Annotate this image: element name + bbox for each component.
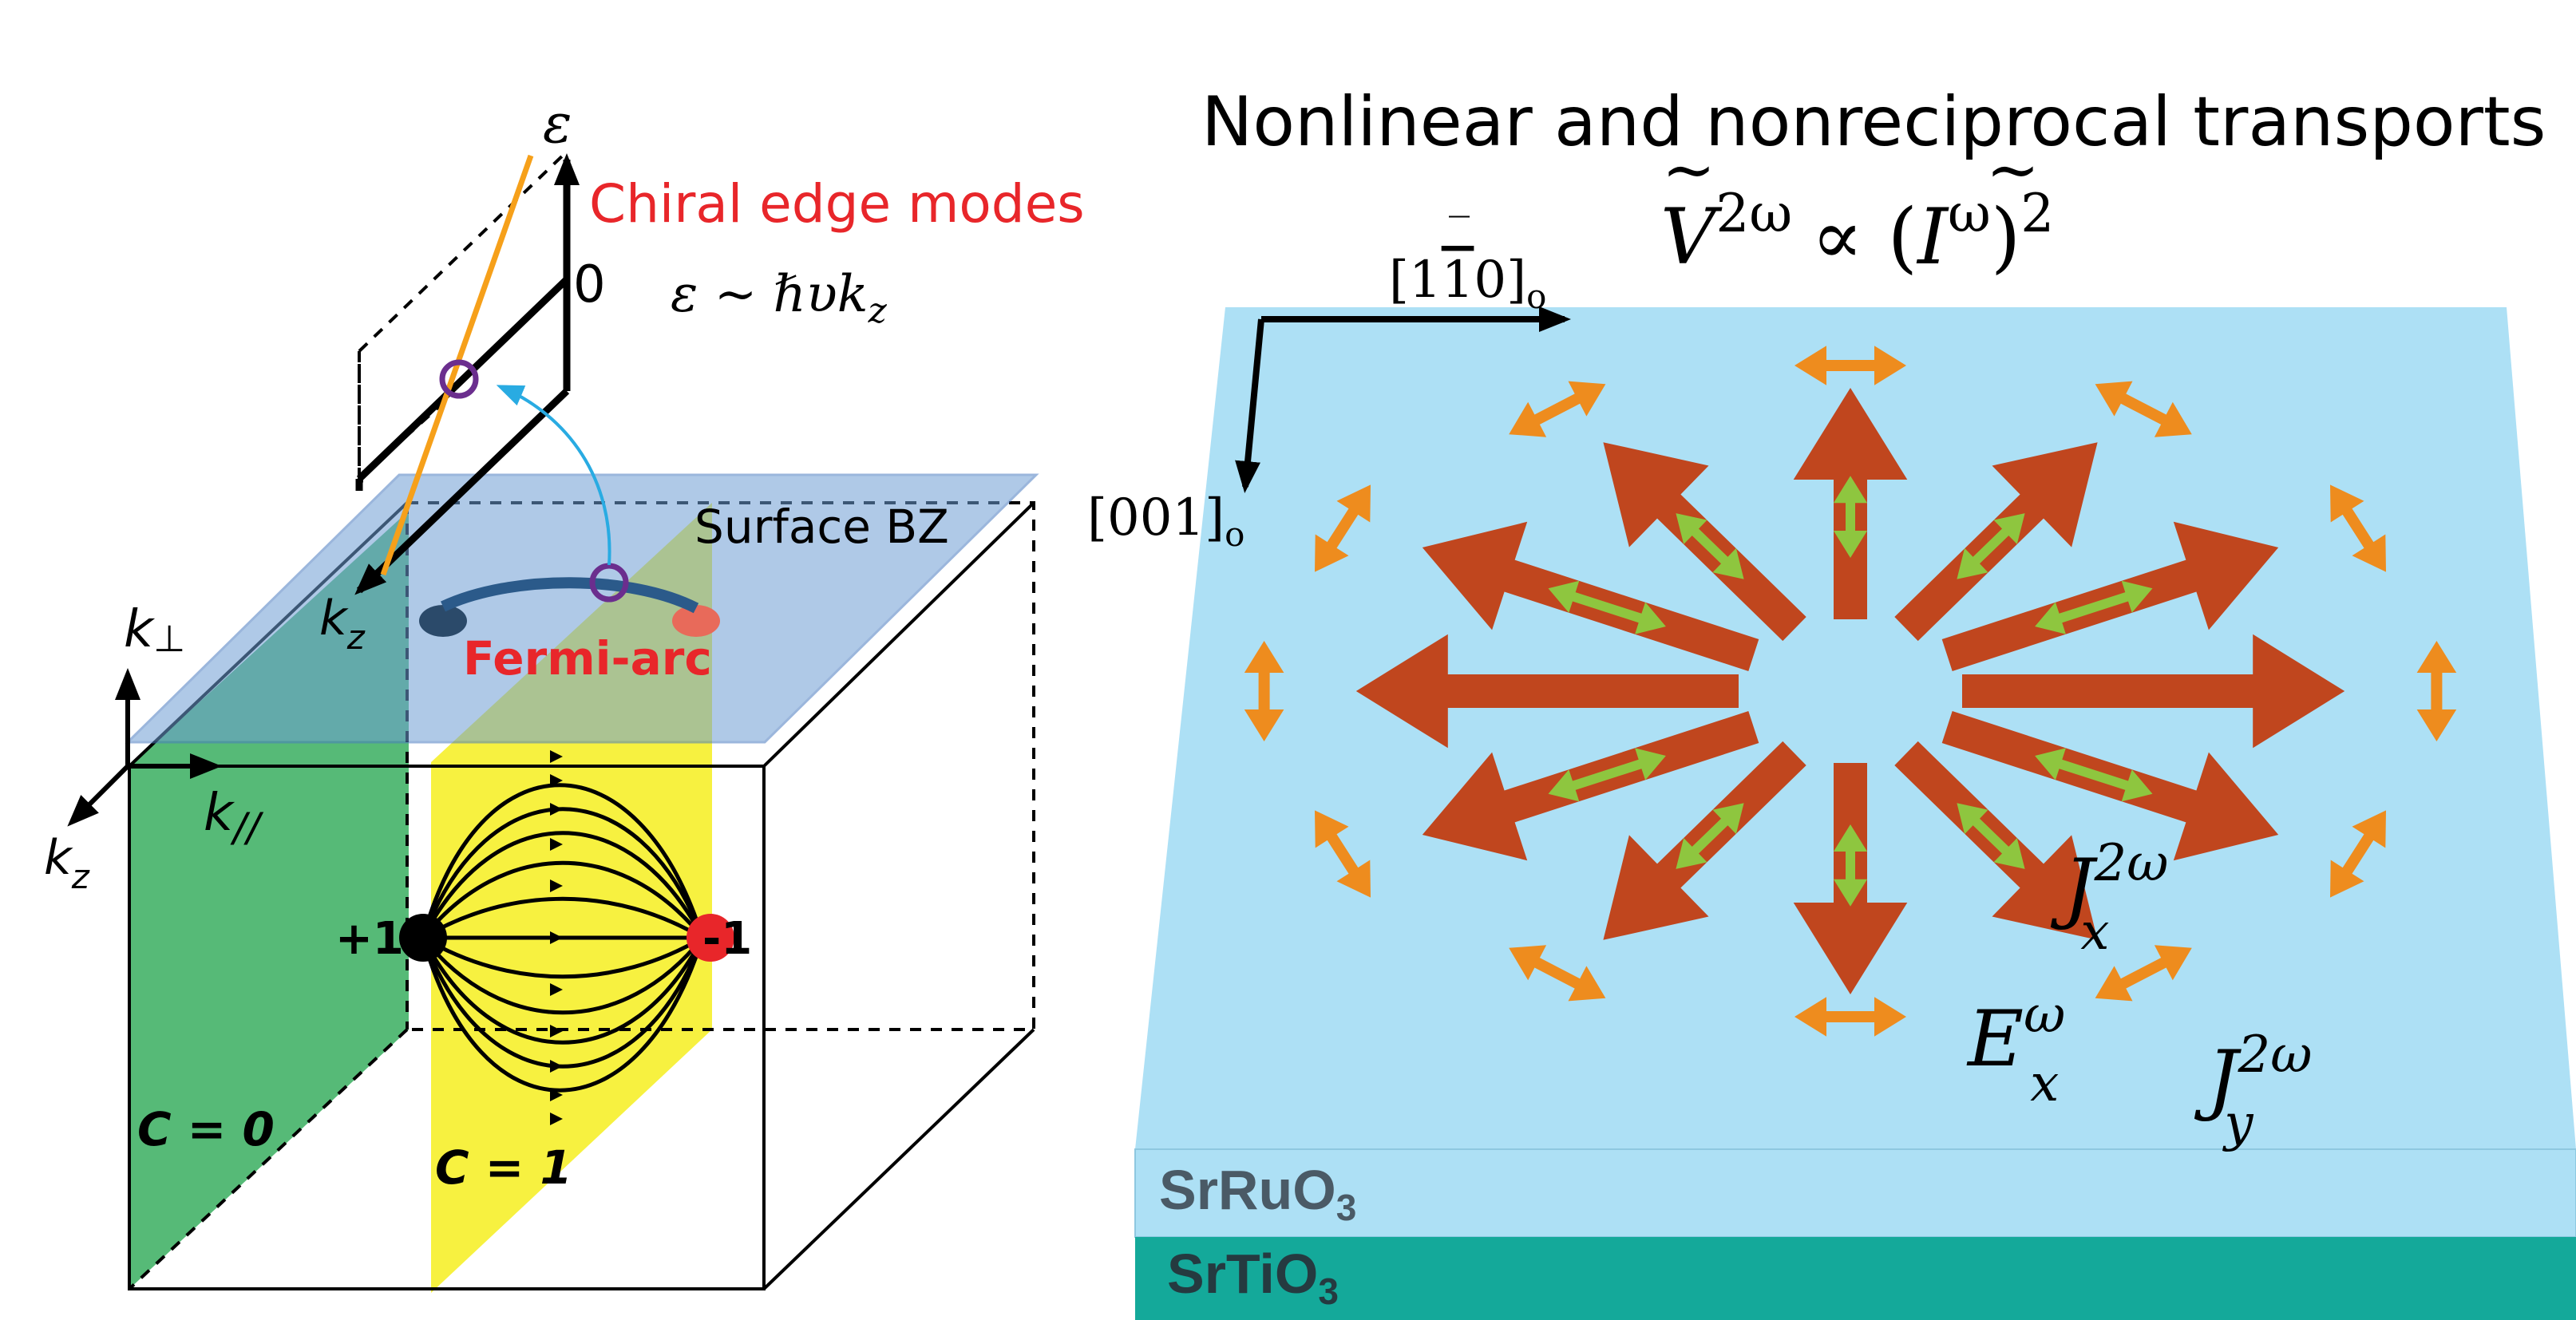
chiral-crossing-marker: [439, 359, 479, 399]
current-arrow-radial: [1941, 711, 2279, 861]
k-perp-label: k⊥: [124, 600, 185, 660]
energy-axis-label: ε: [543, 93, 572, 156]
fermi-arc-curve: [441, 577, 699, 614]
field-arrow-inner: [1548, 748, 1666, 802]
chern-one-label: C = 1: [435, 1140, 572, 1195]
correspondence-arrow: [496, 385, 611, 566]
field-arrow-inner: [1957, 803, 2025, 869]
axis-110-bar: ‾: [1449, 210, 1470, 258]
panel-title: Nonlinear and nonreciprocal transports: [1201, 82, 2546, 162]
chern-zero-label: C = 0: [137, 1102, 275, 1156]
tangential-current-arrow: [1794, 346, 1906, 385]
current-arrow-radial: [1422, 711, 1759, 861]
tangential-current-arrow: [2330, 810, 2386, 898]
field-arrow-inner: [1957, 513, 2025, 579]
i-tilde: ~: [1986, 132, 2040, 207]
kz-axis-label: kz: [44, 830, 90, 896]
coordinate-triad: [67, 668, 222, 827]
tangential-current-arrow: [1509, 945, 1606, 1002]
tangential-current-arrow: [1315, 810, 1371, 898]
v-tilde: ~: [1662, 132, 1715, 207]
field-arrow-inner: [1833, 476, 1868, 558]
nonreciprocal-formula: V2ω∝ (Iω)2: [1660, 183, 2054, 282]
fermi-arc-marker: [589, 563, 629, 603]
srtio3-layer: [1135, 1237, 2576, 1320]
field-arrow-inner: [2035, 748, 2153, 802]
dispersion-panel: [354, 150, 611, 595]
dispersion-relation: ε ~ ℏυkz: [671, 265, 888, 331]
srtio3-label: SrTiO3: [1167, 1243, 1339, 1312]
weyl-projection-right: [672, 605, 720, 637]
negative-weyl-node: [687, 914, 734, 962]
tangential-current-arrow: [2330, 484, 2386, 572]
radial-current-arrows: [1244, 346, 2457, 1037]
k-parallel-label: k//: [204, 784, 264, 851]
current-arrow-radial: [1422, 521, 1759, 671]
zero-label: 0: [573, 255, 606, 314]
tangential-current-arrow: [2095, 381, 2192, 437]
field-arrow-inner: [2035, 580, 2153, 634]
chiral-title: Chiral edge modes: [589, 173, 1085, 235]
current-arrow-radial: [1941, 521, 2279, 671]
srruo3-label: SrRuO3: [1159, 1159, 1356, 1228]
surface-bz-plane: [125, 473, 1039, 744]
field-arrow-inner: [1676, 513, 1744, 579]
tangential-current-arrow: [2095, 945, 2192, 1002]
srruo3-layer: [1134, 1148, 2576, 1238]
positive-weyl-node: [399, 914, 447, 962]
tangential-current-arrow: [1315, 484, 1371, 572]
field-line-arrowheads: [550, 750, 563, 1125]
srruo3-top-surface: [1135, 307, 2576, 1149]
tangential-current-arrow: [1244, 641, 1284, 741]
crystal-axes: [1235, 306, 1571, 493]
field-arrow-inner: [1548, 580, 1666, 634]
tangential-current-arrow: [2416, 641, 2457, 741]
left-panel: ε 0 Chiral edge modes ε ~ ℏυkz Surface B…: [44, 93, 1085, 1293]
minus-one-label: -1: [702, 913, 752, 965]
tangential-current-arrow: [1509, 381, 1606, 437]
axis-001-label: [001]o: [1087, 488, 1244, 554]
field-arrow-inner: [1676, 803, 1744, 869]
axis-110-label: [110]o: [1389, 251, 1546, 316]
current-arrow-radial: [1355, 634, 1739, 749]
current-arrow-radial: [1962, 634, 2345, 749]
berry-field-lines: [421, 783, 705, 1093]
fermi-arc-label: Fermi-arc: [463, 631, 712, 686]
field-arrow-inner: [1833, 824, 1868, 907]
tangential-current-arrow: [1794, 997, 1906, 1037]
right-panel: Nonlinear and nonreciprocal transports V…: [1087, 82, 2576, 1320]
plus-one-label: +1: [335, 913, 404, 965]
kz-axis-label-top: kz: [319, 591, 366, 657]
weyl-projection-left: [419, 605, 467, 637]
surface-bz-label: Surface BZ: [694, 500, 949, 554]
